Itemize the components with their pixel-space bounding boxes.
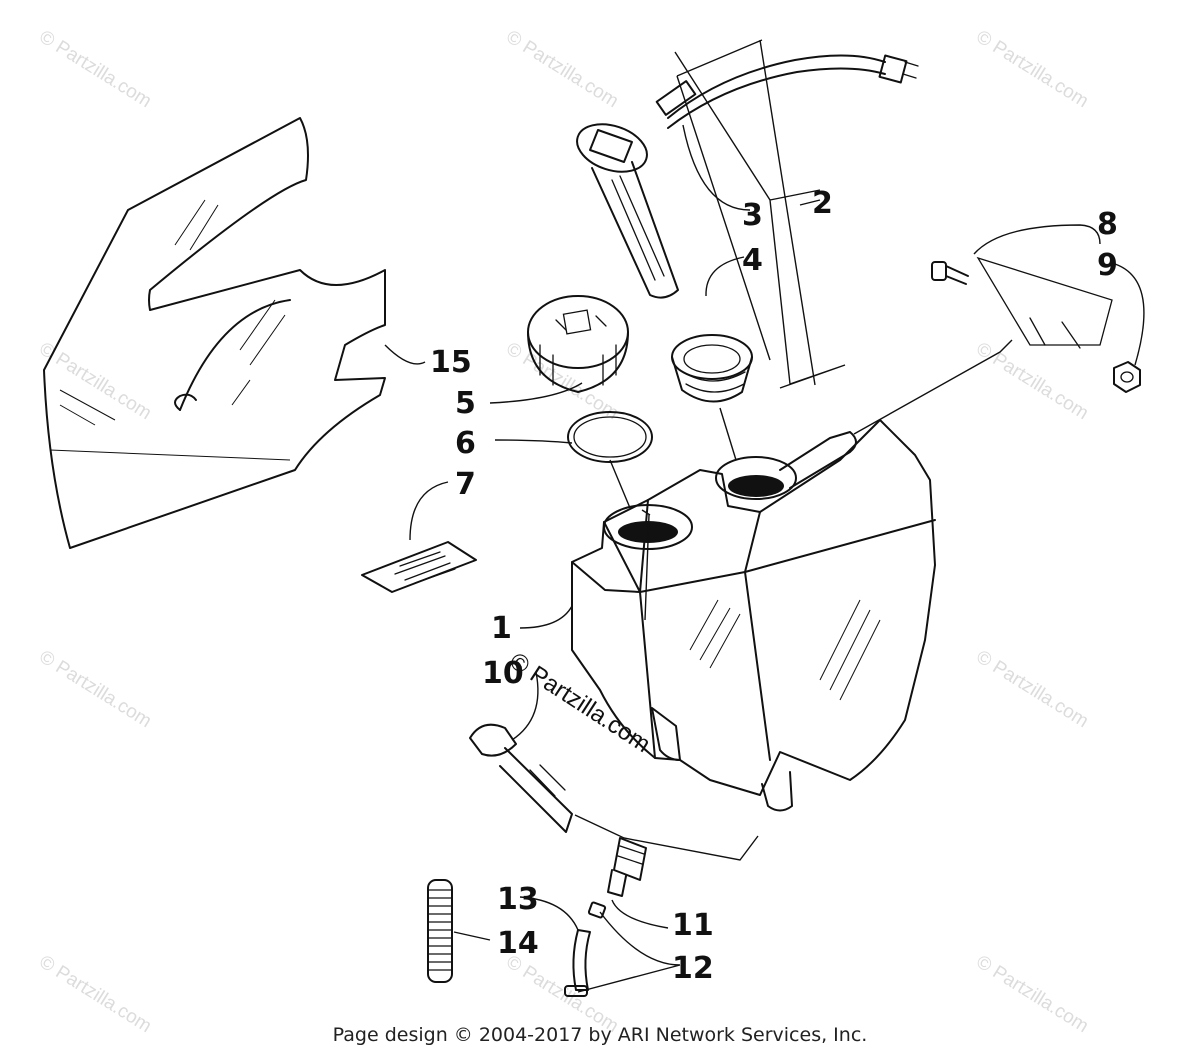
fuel-tank-part-1: [571, 419, 936, 812]
bracket-bolt-nut-parts-8-9: [931, 256, 1141, 393]
hose-clamp-part-12: [564, 901, 607, 997]
callout-11: 11: [672, 908, 714, 943]
fuel-cap-part-5: [527, 295, 629, 393]
callout-10: 10: [482, 656, 524, 691]
callout-13: 13: [497, 882, 539, 917]
watermark: © Partzilla.com: [35, 646, 155, 732]
watermark: © Partzilla.com: [35, 26, 155, 112]
callout-9: 9: [1097, 248, 1118, 283]
heat-shield-part-15: [43, 117, 386, 549]
center-watermark: © Partzilla.com: [505, 647, 655, 758]
callout-1: 1: [491, 611, 512, 646]
callout-15: 15: [430, 345, 472, 380]
callout-2: 2: [812, 186, 833, 221]
callout-7: 7: [455, 467, 476, 502]
leader-lines: [384, 39, 1145, 993]
watermark: © Partzilla.com: [502, 26, 622, 112]
callout-4: 4: [742, 243, 763, 278]
fuel-fitting-part-11: [607, 837, 647, 897]
warning-label-part-7: [361, 541, 477, 593]
callout-3: 3: [742, 198, 763, 233]
callout-14: 14: [497, 926, 539, 961]
callout-labels: 1 2 3 4 5 6 7 8 9 10 11 12 13 14 15: [430, 186, 1118, 986]
watermark: © Partzilla.com: [972, 26, 1092, 112]
watermark: © Partzilla.com: [972, 646, 1092, 732]
page-design-footer: Page design © 2004-2017 by ARI Network S…: [332, 1024, 868, 1046]
watermark: © Partzilla.com: [972, 338, 1092, 424]
hose-roll-part-14: [427, 879, 453, 983]
strap-part-10: [469, 723, 573, 833]
fuel-sender-part-3: [576, 54, 919, 299]
callout-6: 6: [455, 426, 476, 461]
callout-8: 8: [1097, 207, 1118, 242]
callout-12: 12: [672, 951, 714, 986]
o-ring-part-6: [567, 411, 653, 463]
callout-5: 5: [455, 386, 476, 421]
grommet-part-4: [671, 334, 753, 403]
